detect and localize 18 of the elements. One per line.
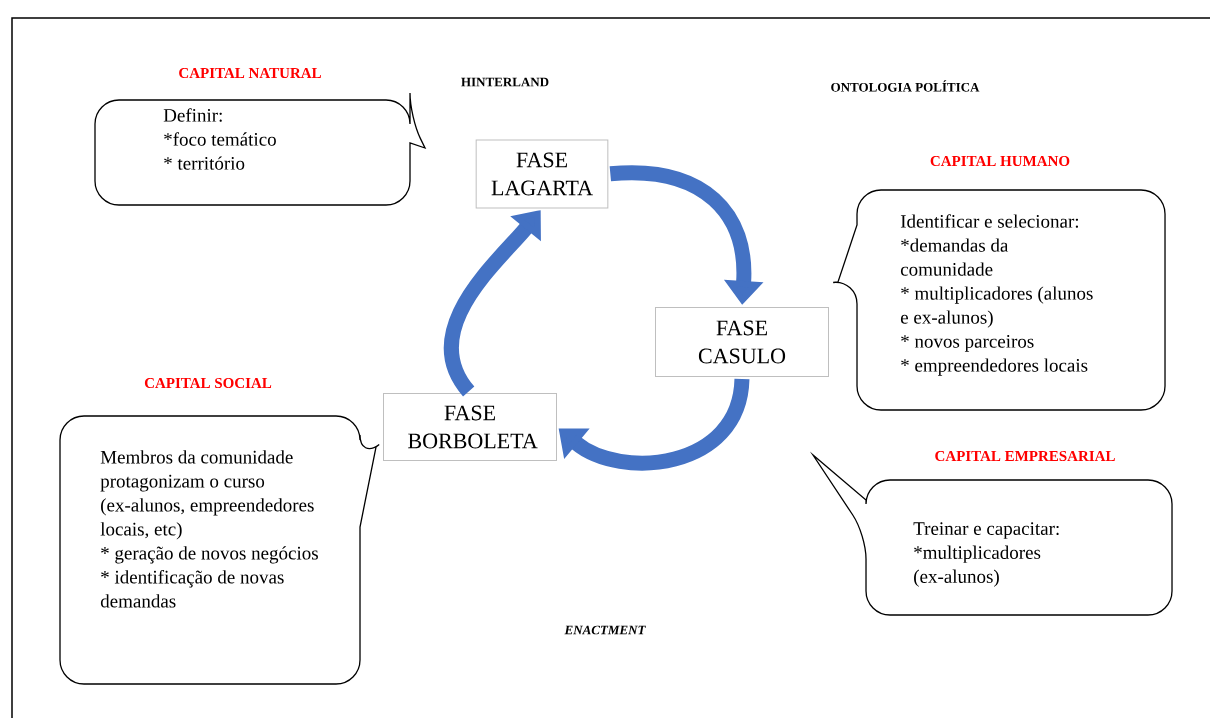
speech-bubble: Definir: *foco temático * território bbox=[94, 92, 426, 206]
node-label: * multiplicadores (alunos e ex-alunos) bbox=[900, 286, 1093, 328]
phase-box: FASE BORBOLETA bbox=[383, 393, 557, 461]
speech-bubble: Membros da comunidade protagonizam o curso (ex-alunos, empreendedores locais, etc) * geração de novos negócios * identificação de novas demandas bbox=[59, 415, 380, 685]
callout-heading: CAPITAL EMPRESARIAL bbox=[935, 450, 1115, 462]
callout-heading: CAPITAL SOCIAL bbox=[144, 377, 272, 389]
region-label: ENACTMENT bbox=[564, 625, 646, 635]
callout-heading: CAPITAL HUMANO bbox=[930, 155, 1070, 167]
region-label: HINTERLAND bbox=[461, 77, 549, 87]
region-label: ONTOLOGIA POLÍTICA bbox=[831, 80, 980, 92]
node-label: * empreendedores locais bbox=[901, 358, 1088, 376]
node-label: * novos parceiros bbox=[901, 335, 1034, 352]
phase-box: FASE CASULO bbox=[655, 307, 829, 377]
node-label: *demandas da comunidade bbox=[900, 238, 1009, 276]
phase-box: FASE LAGARTA bbox=[475, 139, 609, 209]
callout-heading: CAPITAL NATURAL bbox=[179, 67, 321, 79]
speech-bubble: Identificar e selecionar: *demandas da comunidade * multiplicadores (alunos e ex-alunos) * novos parceiros * empreendedores locais bbox=[832, 189, 1166, 411]
node-label: Identificar e selecionar: bbox=[900, 214, 1079, 228]
